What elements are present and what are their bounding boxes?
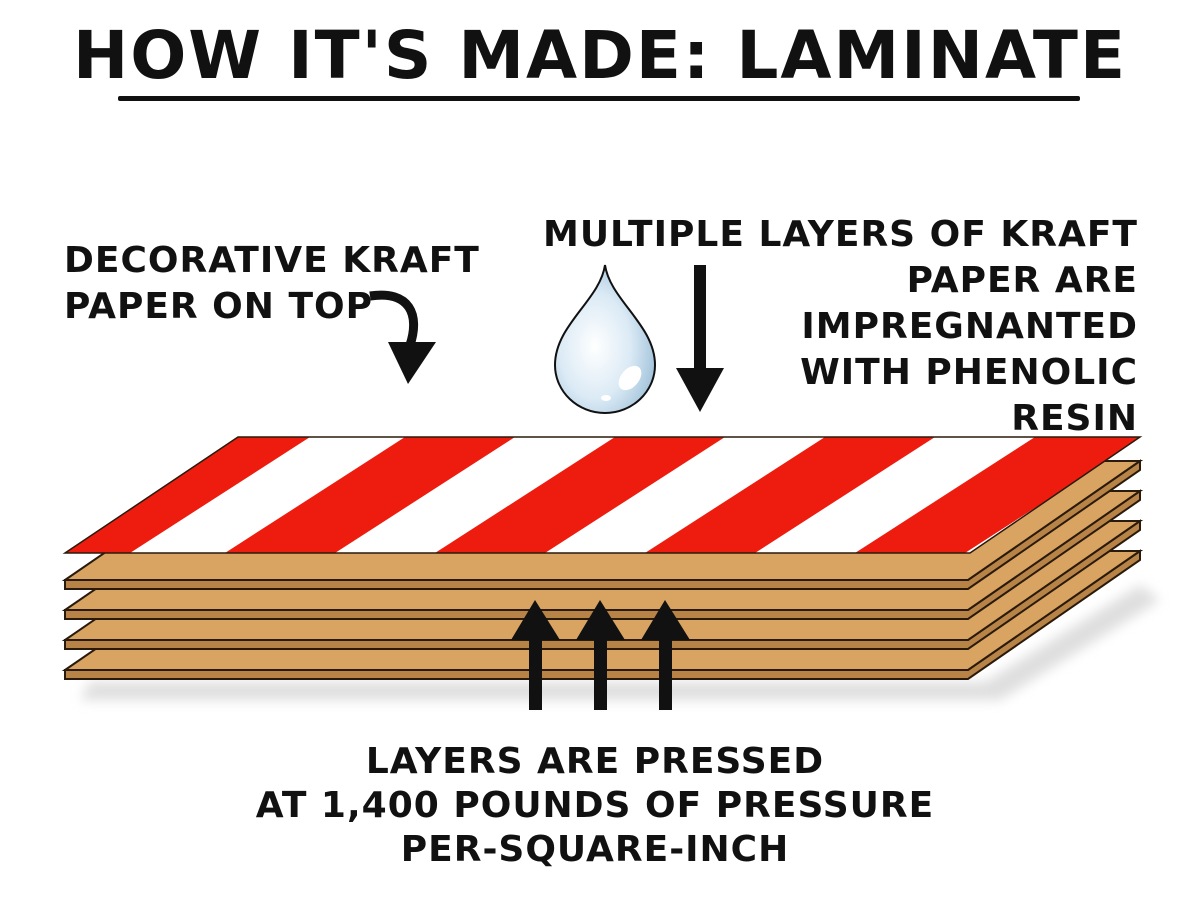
title-underline (118, 96, 1080, 101)
label-line: AT 1,400 POUNDS OF PRESSURE (255, 785, 935, 826)
up-arrow-icon (576, 600, 625, 710)
curved-arrow-icon (369, 290, 436, 384)
decorative-top-sheet (62, 436, 1143, 554)
label-line: IMPREGNANTED (801, 306, 1138, 347)
decorative-paper-label: DECORATIVE KRAFT PAPER ON TOP (64, 238, 480, 330)
label-line: MULTIPLE LAYERS OF KRAFT (543, 214, 1138, 255)
label-line: DECORATIVE KRAFT (64, 240, 480, 281)
page-title: HOW IT'S MADE: LAMINATE (72, 17, 1128, 94)
pressure-label: LAYERS ARE PRESSED AT 1,400 POUNDS OF PR… (0, 740, 1190, 872)
down-arrow-icon (676, 265, 724, 412)
up-arrow-icon (641, 600, 690, 710)
label-line: PAPER ON TOP (64, 286, 373, 327)
stack-shadow (80, 585, 1160, 700)
label-line: RESIN (1011, 398, 1138, 439)
label-line: PAPER ARE (906, 260, 1138, 301)
label-line: PER-SQUARE-INCH (400, 829, 790, 870)
water-drop-icon (553, 264, 657, 415)
up-arrow-icon (511, 600, 560, 710)
label-line: LAYERS ARE PRESSED (365, 741, 825, 782)
resin-layers-label: MULTIPLE LAYERS OF KRAFT PAPER ARE IMPRE… (543, 212, 1138, 442)
label-line: WITH PHENOLIC (800, 352, 1138, 393)
